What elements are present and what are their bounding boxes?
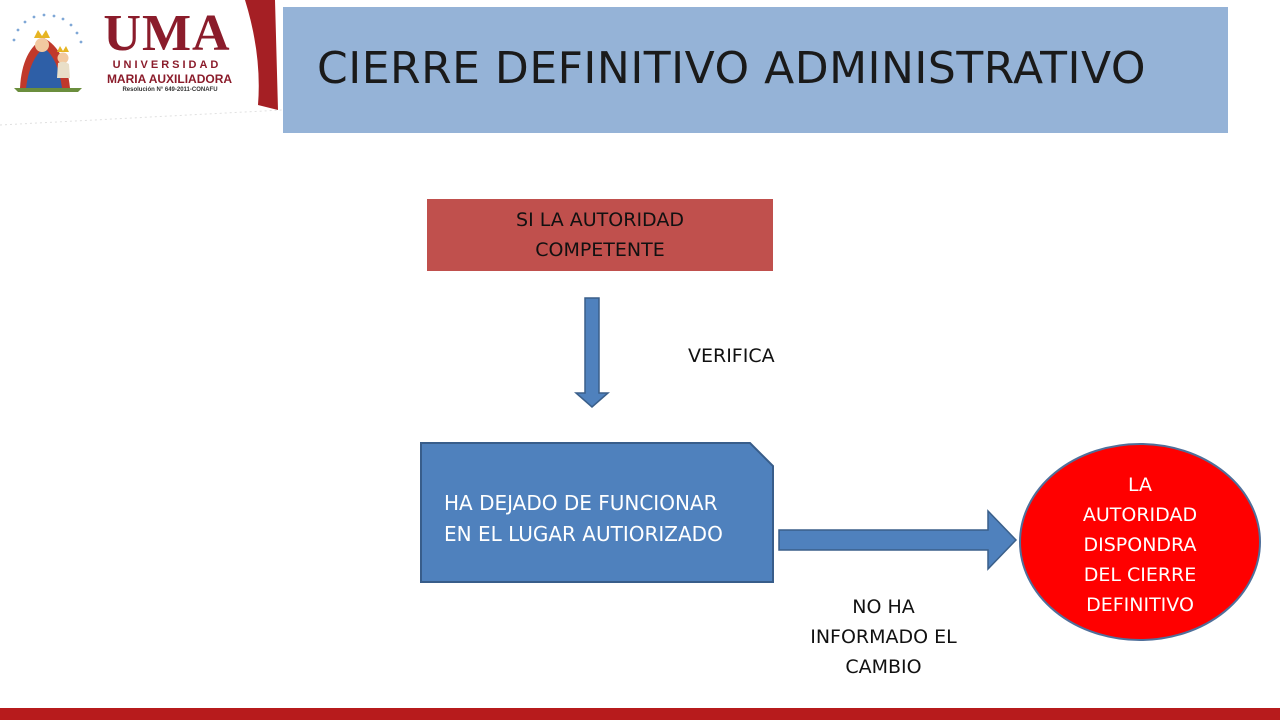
page-title: CIERRE DEFINITIVO ADMINISTRATIVO [317, 43, 1146, 94]
start-node-line2: COMPETENTE [535, 239, 665, 261]
edge-right-label: NO HA INFORMADO EL CAMBIO [790, 592, 977, 682]
arrow-down-icon [574, 297, 610, 408]
logo-university-label: UNIVERSIDAD [112, 59, 222, 71]
logo-name-label: MARIA AUXILIADORA [106, 72, 233, 86]
university-logo: UMA UNIVERSIDAD MARIA AUXILIADORA Resolu… [0, 0, 282, 134]
end-node-line2: AUTORIDAD [1082, 504, 1198, 526]
edge-right-label-line2: INFORMADO EL [810, 626, 957, 648]
edge-right-label-line3: CAMBIO [845, 656, 922, 678]
end-node: LA AUTORIDAD DISPONDRA DEL CIERRE DEFINI… [1050, 470, 1230, 620]
start-node: SI LA AUTORIDAD COMPETENTE [427, 199, 773, 271]
arrow-right-icon [778, 509, 1018, 571]
bottom-bar [0, 708, 1280, 720]
virgin-mary-icon [14, 30, 82, 92]
title-bar: CIERRE DEFINITIVO ADMINISTRATIVO [283, 7, 1228, 133]
end-node-line1: LA [1127, 474, 1153, 496]
logo-acronym: UMA [103, 5, 231, 62]
process-node: HA DEJADO DE FUNCIONAR EN EL LUGAR AUTIO… [444, 488, 764, 550]
edge-down-label: VERIFICA [688, 345, 775, 367]
logo-resolution-label: Resolución N° 649-2011-CONAFU [122, 87, 218, 93]
process-node-line2: EN EL LUGAR AUTIORIZADO [444, 522, 723, 546]
end-node-line3: DISPONDRA [1083, 534, 1197, 556]
end-node-line5: DEFINITIVO [1086, 594, 1194, 616]
end-node-line4: DEL CIERRE [1083, 564, 1197, 586]
edge-right-label-line1: NO HA [852, 596, 915, 618]
logo-graphic [0, 0, 282, 126]
start-node-line1: SI LA AUTORIDAD [516, 209, 684, 231]
process-node-shape [420, 442, 774, 583]
process-node-line1: HA DEJADO DE FUNCIONAR [444, 491, 718, 515]
end-node-shape [1019, 443, 1261, 641]
